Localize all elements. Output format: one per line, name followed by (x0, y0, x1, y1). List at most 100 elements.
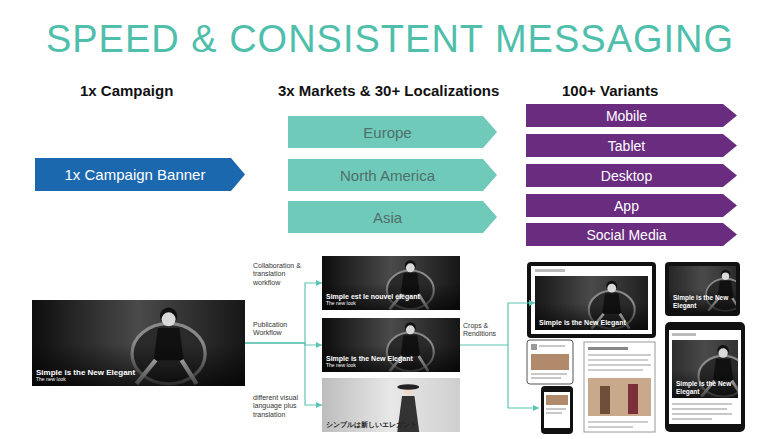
workflow-connector (460, 303, 535, 345)
figure-head (722, 273, 729, 280)
figure-head (406, 325, 415, 334)
arrow-fill (288, 159, 497, 191)
photo-ground (322, 318, 460, 372)
arrow-fill (526, 134, 737, 157)
phone-screen (544, 392, 570, 428)
workflow-connector (245, 283, 322, 343)
workflow-label: different visual language plus translati… (253, 394, 301, 419)
arrow-box: Asia (288, 201, 497, 233)
arrow-box: App (526, 194, 737, 217)
web-page (584, 342, 655, 432)
photo-ground (535, 276, 648, 330)
photo-shade (672, 369, 738, 398)
arrow-fill (526, 104, 737, 127)
workflow-label: Collaboration & translation workflow (253, 262, 301, 287)
phone-frame (541, 386, 573, 434)
text-line (531, 377, 561, 379)
arrow-fill (526, 223, 737, 246)
box-label: App (614, 198, 639, 214)
figure-hat (397, 384, 419, 390)
photo-ground (672, 340, 738, 398)
box-label: Asia (373, 209, 402, 226)
banner-subline: The new look (326, 301, 356, 307)
photo-shade (32, 343, 245, 386)
box-label: Social Media (586, 227, 666, 243)
banner-headline: Simple is the New Elegant (326, 355, 413, 363)
arrow-box: Social Media (526, 223, 737, 246)
text-line (546, 408, 566, 410)
photo-figure (600, 386, 610, 414)
text-line (588, 347, 628, 350)
photo-ground (32, 300, 245, 386)
photo-shade (669, 289, 736, 312)
screen-header (535, 269, 565, 272)
arrow-fill (526, 194, 737, 217)
box-label: Desktop (601, 168, 652, 184)
text-line (588, 426, 633, 428)
text-line (672, 408, 727, 410)
title: SPEED & CONSISTENT MESSAGING (46, 18, 734, 61)
photo-shade (322, 283, 460, 310)
photo-box: Simple is the New Elegant (672, 340, 738, 398)
arrow-box: North America (288, 159, 497, 191)
workflow-label: Crops & Renditions (463, 322, 505, 339)
box-label: Europe (363, 124, 411, 141)
arrow-box: Mobile (526, 104, 737, 127)
figure-head (607, 284, 616, 293)
column-heading: 1x Campaign (80, 82, 173, 99)
text-line (588, 369, 643, 371)
page-photo (588, 378, 651, 416)
banner-headline: Simple is the New Elegant (676, 380, 734, 395)
text-line (672, 413, 732, 415)
banner-headline: Simple is the New Elegant (673, 294, 732, 309)
photo-ground (669, 266, 736, 312)
photo-box: シンプルは新しいエレガント (322, 378, 460, 432)
arrow-fill (35, 158, 245, 191)
arrow-fill (526, 164, 737, 187)
text-line (672, 403, 732, 405)
figure-head (162, 312, 176, 326)
box-label: 1x Campaign Banner (65, 166, 206, 183)
photo-box: Simple is the New ElegantThe new look (32, 300, 245, 386)
banner-headline: シンプルは新しいエレガント (326, 421, 417, 429)
text-line (672, 418, 712, 420)
workflow-label: Publication Workflow (253, 321, 301, 338)
figure-hair (721, 270, 730, 279)
banner-subline: The new look (36, 377, 66, 383)
photo-shade (535, 303, 648, 330)
banner-subline: The new look (326, 363, 356, 369)
phone-frame (527, 340, 573, 384)
text-line (588, 364, 651, 366)
banner-headline: Simple is the New Elegant (539, 319, 626, 327)
photo-ground (322, 378, 460, 432)
photo-figure (628, 384, 638, 414)
text-line (588, 354, 651, 356)
text-line (546, 412, 562, 414)
screen-header (672, 333, 696, 336)
column-heading: 100+ Variants (562, 82, 658, 99)
text-line (531, 373, 567, 375)
arrow-box: 1x Campaign Banner (35, 158, 245, 191)
box-label: Mobile (606, 108, 647, 124)
photo-box: Simple is the New Elegant (669, 266, 736, 312)
arrow-box: Desktop (526, 164, 737, 187)
arrow-box: Europe (288, 116, 497, 148)
banner-headline: Simple est le nouvel élégant (326, 293, 420, 301)
photo-box: Simple is the New Elegant (535, 276, 648, 330)
arrow-fill (288, 116, 497, 148)
text-line (539, 345, 565, 347)
banner-headline: Simple is the New Elegant (36, 368, 135, 377)
photo-box: Simple est le nouvel élégantThe new look (322, 256, 460, 310)
column-heading: 3x Markets & 30+ Localizations (278, 82, 499, 99)
avatar (531, 344, 537, 350)
photo-shade (322, 345, 460, 372)
text-line (588, 421, 648, 423)
arrow-fill (288, 201, 497, 233)
box-label: Tablet (608, 138, 645, 154)
rendition-branch (508, 345, 539, 408)
figure-head (718, 348, 727, 357)
photo-box: Simple is the New ElegantThe new look (322, 318, 460, 372)
arrow-box: Tablet (526, 134, 737, 157)
box-label: North America (340, 167, 435, 184)
